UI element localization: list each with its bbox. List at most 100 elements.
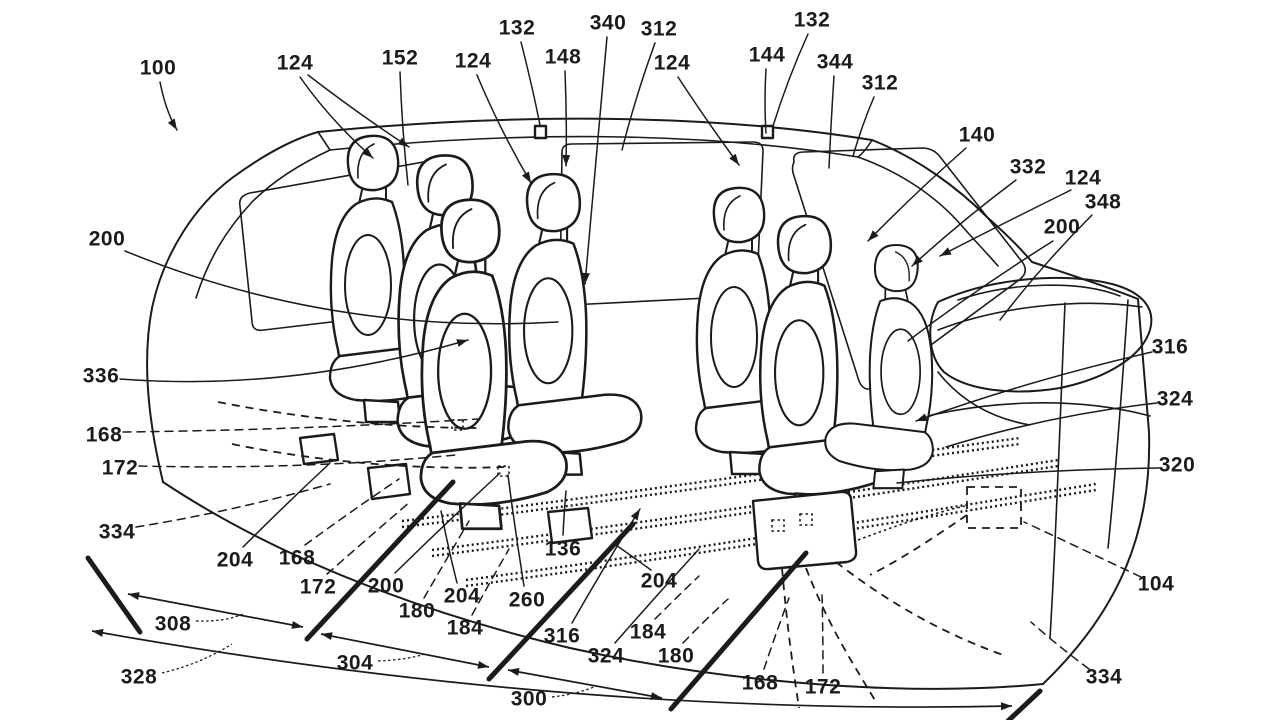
ref-label-136: 136 xyxy=(545,538,582,561)
leader-line-152 xyxy=(399,71,409,186)
leader-line-204 xyxy=(242,462,331,548)
ref-label-344: 344 xyxy=(817,51,854,74)
leader-line-336 xyxy=(119,339,469,383)
ref-label-324: 324 xyxy=(1157,388,1194,411)
leader-line-140 xyxy=(867,147,967,242)
ref-label-124: 124 xyxy=(455,50,492,73)
dimension-tick xyxy=(85,555,143,635)
leader-arrowhead xyxy=(729,153,739,165)
leader-lines xyxy=(119,33,1160,674)
ref-label-336: 336 xyxy=(83,365,120,388)
dimension-arrowhead xyxy=(128,592,140,600)
leader-line-124 xyxy=(299,76,374,159)
seats xyxy=(328,134,934,531)
dimension-tick xyxy=(1005,688,1043,720)
leader-line-180 xyxy=(682,598,729,644)
dimension-lines xyxy=(91,592,1013,711)
leader-line-172 xyxy=(138,454,457,468)
leader-line-124 xyxy=(476,74,532,184)
dimension-arrowhead xyxy=(1000,702,1012,711)
ref-label-260: 260 xyxy=(509,589,546,612)
dimension-arrowhead xyxy=(92,629,104,637)
pedestal-bracket xyxy=(751,490,858,571)
ref-label-340: 340 xyxy=(590,12,627,35)
leader-line-312 xyxy=(852,96,875,157)
leader-line-334 xyxy=(135,483,331,528)
ref-label-172: 172 xyxy=(102,457,139,480)
ref-label-152: 152 xyxy=(382,47,419,70)
ref-label-148: 148 xyxy=(545,46,582,69)
dimension-line-308 xyxy=(127,593,304,628)
leader-line-340 xyxy=(584,36,608,285)
ref-label-124: 124 xyxy=(277,52,314,75)
leader-line-172 xyxy=(326,500,412,575)
ref-label-184: 184 xyxy=(630,621,667,644)
dimension-line-304 xyxy=(320,633,490,668)
ref-label-324: 324 xyxy=(588,645,625,668)
ref-label-172: 172 xyxy=(805,676,842,699)
ref-label-100: 100 xyxy=(140,57,177,80)
ref-label-320: 320 xyxy=(1159,454,1196,477)
leader-line-316 xyxy=(571,508,641,624)
leader-arrowhead xyxy=(167,118,177,130)
dimension-tick xyxy=(304,479,456,642)
ref-label-140: 140 xyxy=(959,124,996,147)
leader-line-204 xyxy=(440,510,458,584)
leader-line-200 xyxy=(124,250,559,325)
dimension-label-tail xyxy=(195,613,244,622)
dimension-arrowhead xyxy=(291,621,303,629)
ref-label-200: 200 xyxy=(89,228,126,251)
leader-line-172 xyxy=(821,593,824,674)
leader-line-168 xyxy=(122,418,479,433)
ref-label-200: 200 xyxy=(368,575,405,598)
ref-label-334: 334 xyxy=(99,521,136,544)
vehicle-body-outline xyxy=(146,117,1151,690)
ref-label-180: 180 xyxy=(399,600,436,623)
roof-sensor-square xyxy=(533,124,548,140)
ref-label-204: 204 xyxy=(444,585,481,608)
ref-label-316: 316 xyxy=(1152,336,1189,359)
leader-arrowhead xyxy=(362,147,373,158)
dimension-label-tail xyxy=(551,685,597,698)
dimension-tick xyxy=(668,550,809,712)
dimension-line-328 xyxy=(91,630,1013,708)
ref-label-124: 124 xyxy=(654,52,691,75)
leader-line-320 xyxy=(896,467,1160,484)
hidden-module-box xyxy=(966,486,1022,529)
ref-label-172: 172 xyxy=(300,576,337,599)
leader-line-168 xyxy=(763,597,790,670)
leader-line-200 xyxy=(907,240,1054,342)
leader-arrowhead xyxy=(522,171,531,183)
leader-line-344 xyxy=(828,75,835,169)
leader-arrowhead xyxy=(868,230,879,241)
leader-line-144 xyxy=(764,68,767,134)
leader-line-204 xyxy=(615,544,652,571)
leader-arrowhead xyxy=(940,247,952,256)
dimension-tick xyxy=(486,521,636,682)
seat-track-rail xyxy=(401,436,1021,523)
ref-label-204: 204 xyxy=(641,570,678,593)
dimension-label-tail xyxy=(161,643,233,674)
ref-label-124: 124 xyxy=(1065,167,1102,190)
leader-line-260 xyxy=(507,474,525,587)
front-right-window xyxy=(791,147,1027,390)
ref-label-200: 200 xyxy=(1044,216,1081,239)
ref-label-312: 312 xyxy=(641,18,678,41)
ref-label-180: 180 xyxy=(658,645,695,668)
dimension-ticks xyxy=(85,479,1043,720)
ref-label-168: 168 xyxy=(279,547,316,570)
ref-label-184: 184 xyxy=(447,617,484,640)
leader-line-334 xyxy=(1030,621,1090,670)
ref-label-204: 204 xyxy=(217,549,254,572)
leader-line-184 xyxy=(471,548,510,616)
leader-line-104 xyxy=(1023,521,1142,578)
ref-label-104: 104 xyxy=(1138,573,1175,596)
leader-line-124 xyxy=(939,189,1072,257)
leader-line-316 xyxy=(915,351,1153,422)
leader-line-124 xyxy=(307,74,410,148)
leader-line-312 xyxy=(621,42,656,151)
seat-rotated xyxy=(824,243,934,490)
ref-label-316: 316 xyxy=(544,625,581,648)
